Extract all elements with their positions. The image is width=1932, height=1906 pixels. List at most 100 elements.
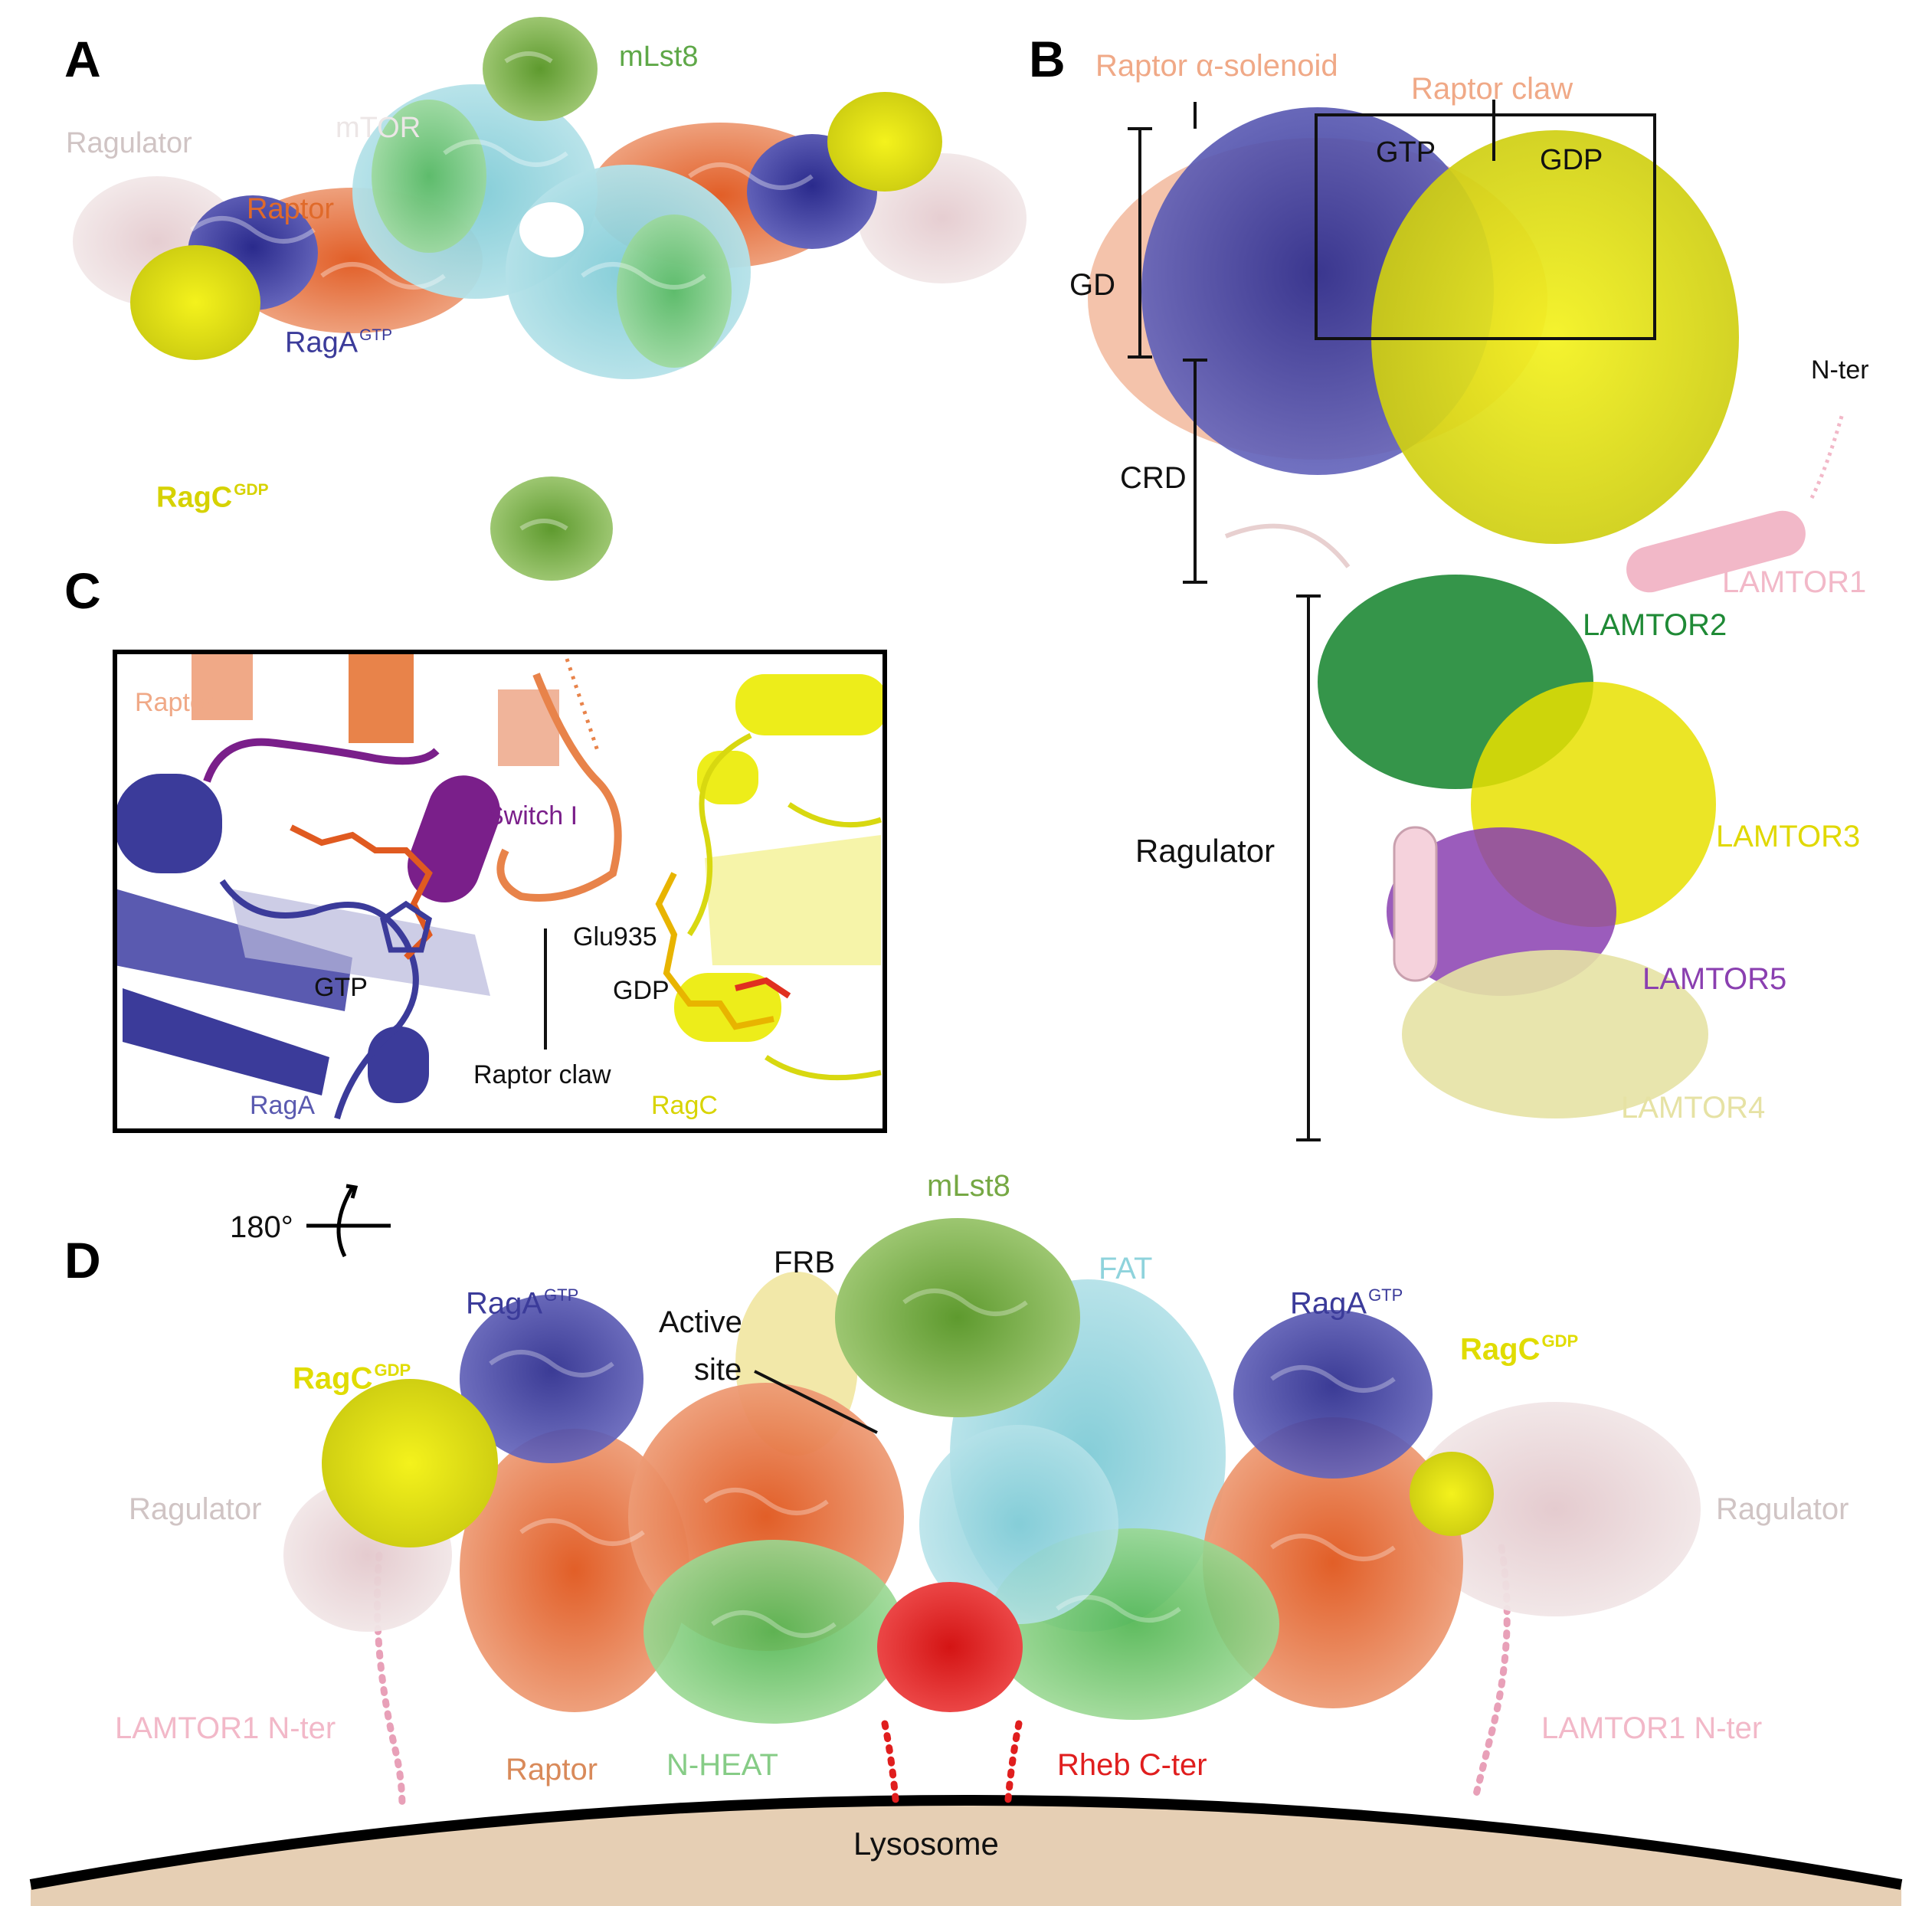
panel-b-gd-label: GD: [1069, 268, 1115, 302]
panel-a-mlst8-top: [483, 17, 598, 121]
panel-c-ragc-sheet: [705, 835, 881, 965]
panel-b-lamtor5-label: LAMTOR5: [1642, 962, 1787, 996]
panel-a-ragc-right: [827, 92, 942, 192]
panel-c-gtp-base: [380, 900, 432, 953]
panel-d-mlst8: [835, 1218, 1080, 1417]
panel-a-ragc-label: RagCGDP: [156, 481, 269, 514]
panel-a-mtor-label: mTOR: [336, 112, 421, 144]
panel-b-lamtor1-helix-2: [1393, 826, 1438, 982]
panel-d-ragc-left-label: RagCGDP: [293, 1361, 411, 1396]
panel-d-raga-right-label: RagAGTP: [1290, 1285, 1403, 1321]
panel-c-ragc-loops: [687, 732, 882, 1081]
panel-a-mlst8-label: mLst8: [619, 41, 699, 73]
active-site-label-line1: Active: [659, 1305, 742, 1339]
panel-c-gdp-ligand: [655, 872, 774, 1030]
panel-d-ragc-right-label: RagCGDP: [1460, 1331, 1579, 1367]
panel-b-lamtor4: [1402, 950, 1708, 1118]
panel-c-gdp-phosphate: [735, 977, 791, 999]
panel-d-ragc-right: [1410, 1452, 1494, 1536]
panel-a-nheat-left: [372, 100, 486, 253]
panel-d-rheb-cter-label: Rheb C-ter: [1057, 1748, 1207, 1782]
panel-d-mlst8-label: mLst8: [927, 1169, 1010, 1203]
panel-b-lamtor2-label: LAMTOR2: [1583, 608, 1727, 642]
panel-c-gtp-ligand: [290, 824, 433, 960]
panel-c-switch-loop: [203, 738, 440, 783]
panel-c-raga-helix: [117, 774, 222, 873]
panel-b-nter-label: N-ter: [1811, 355, 1869, 385]
panel-b-letter: B: [1029, 31, 1066, 87]
panel-a-structure: [73, 17, 1027, 581]
rheb-cter-tether-right: [1004, 1720, 1023, 1812]
panel-d-mtor-center: [919, 1425, 1118, 1624]
panel-b-ragulator-label: Ragulator: [1135, 833, 1275, 869]
panel-d-ragulator-right: [1410, 1402, 1701, 1616]
panel-c-structure: [113, 650, 887, 1133]
panel-c-raptor-helix-1: [192, 654, 253, 720]
rheb-cter-tether-left: [881, 1720, 900, 1812]
panel-a-raga-label: RagAGTP: [285, 326, 393, 359]
panel-a-ragc-left: [130, 245, 260, 360]
panel-c-raptor-helix-2: [349, 654, 414, 743]
panel-b-nter-tail: [1809, 413, 1845, 499]
panel-d-ragulator-right-label: Ragulator: [1716, 1492, 1849, 1526]
panel-d-frb-label: FRB: [774, 1246, 835, 1279]
panel-a-central-hole: [519, 202, 584, 257]
lysosome-edge: [29, 1795, 1903, 1890]
panel-b-raptor-solenoid-label: Raptor α-solenoid: [1095, 49, 1338, 83]
panel-d-raga-left-label: RagAGTP: [466, 1285, 579, 1321]
panel-a-nheat-right: [617, 215, 732, 368]
panel-c-ragc-helix-1: [735, 674, 882, 735]
panel-b-structure: [1088, 100, 1845, 1141]
panel-a-ragulator-label: Ragulator: [66, 127, 192, 159]
lysosome-label: Lysosome: [853, 1826, 999, 1862]
panel-b-lamtor1-label: LAMTOR1: [1722, 565, 1867, 599]
rotation-label: 180°: [230, 1210, 293, 1244]
panel-d-nheat-left: [643, 1540, 904, 1724]
panel-d-letter: D: [64, 1232, 101, 1289]
panel-d-ragc-left: [322, 1379, 498, 1547]
panel-d-nheat-label: N-HEAT: [666, 1748, 778, 1782]
panel-c-gtp-label: GTP: [314, 973, 368, 1002]
panel-d-fat-label: FAT: [1099, 1252, 1153, 1285]
panel-d-ragulator-left-label: Ragulator: [129, 1492, 262, 1526]
panel-c-raptor-claw-dots: [565, 658, 600, 752]
panel-c-raptor-label: Raptor: [135, 688, 214, 717]
panel-d-raga-left: [460, 1295, 643, 1463]
rotation-arrow-icon: [306, 1184, 391, 1258]
panel-b-linker: [1224, 523, 1351, 568]
panel-c-switch1-label: Switch I: [486, 801, 578, 830]
panel-c-raptor-claw-loop: [496, 673, 622, 902]
panel-b-zoom-box: [1315, 113, 1656, 340]
panel-c-raga-loop: [219, 879, 419, 1120]
active-site-label-line2: site: [694, 1353, 742, 1387]
panel-c-raptor-claw-label: Raptor claw: [473, 1060, 611, 1089]
panel-c-raga-sheet: [117, 889, 352, 1011]
panel-b-crd-label: CRD: [1120, 461, 1187, 495]
panel-c-gdp-label: GDP: [613, 976, 670, 1005]
panel-a-letter: A: [64, 31, 101, 87]
panel-c-letter: C: [64, 562, 101, 619]
panel-b-raptor-claw-label: Raptor claw: [1411, 72, 1573, 106]
panel-d-raga-right: [1233, 1310, 1433, 1479]
panel-d-raptor-label: Raptor: [506, 1753, 598, 1786]
panel-b-lamtor3-label: LAMTOR3: [1716, 820, 1861, 853]
panel-d-lamtor1-nter-left-label: LAMTOR1 N-ter: [115, 1711, 336, 1745]
panel-c-raga-sheet-2: [123, 988, 329, 1095]
panel-c-raga-label: RagA: [250, 1091, 316, 1120]
panel-a-raptor-label: Raptor: [247, 193, 335, 225]
panel-b-brackets: [1128, 100, 1495, 1141]
panel-b-lamtor4-label: LAMTOR4: [1621, 1091, 1766, 1125]
panel-d-rheb: [877, 1582, 1023, 1712]
panel-c-raga-helix-2: [368, 1027, 429, 1103]
active-site-pointer: [754, 1370, 878, 1434]
panel-c-glu935-label: Glu935: [573, 922, 657, 951]
panel-c-ragc-label: RagC: [651, 1091, 718, 1120]
panel-d-structure: [29, 1184, 1903, 1906]
panel-a-mlst8-bottom: [490, 476, 613, 581]
panel-b-gtp-label: GTP: [1376, 136, 1436, 169]
panel-d-lamtor1-nter-right-label: LAMTOR1 N-ter: [1541, 1711, 1763, 1745]
panel-b-gdp-label: GDP: [1540, 144, 1603, 176]
panel-b-lamtor1-helix: [1626, 510, 1806, 593]
